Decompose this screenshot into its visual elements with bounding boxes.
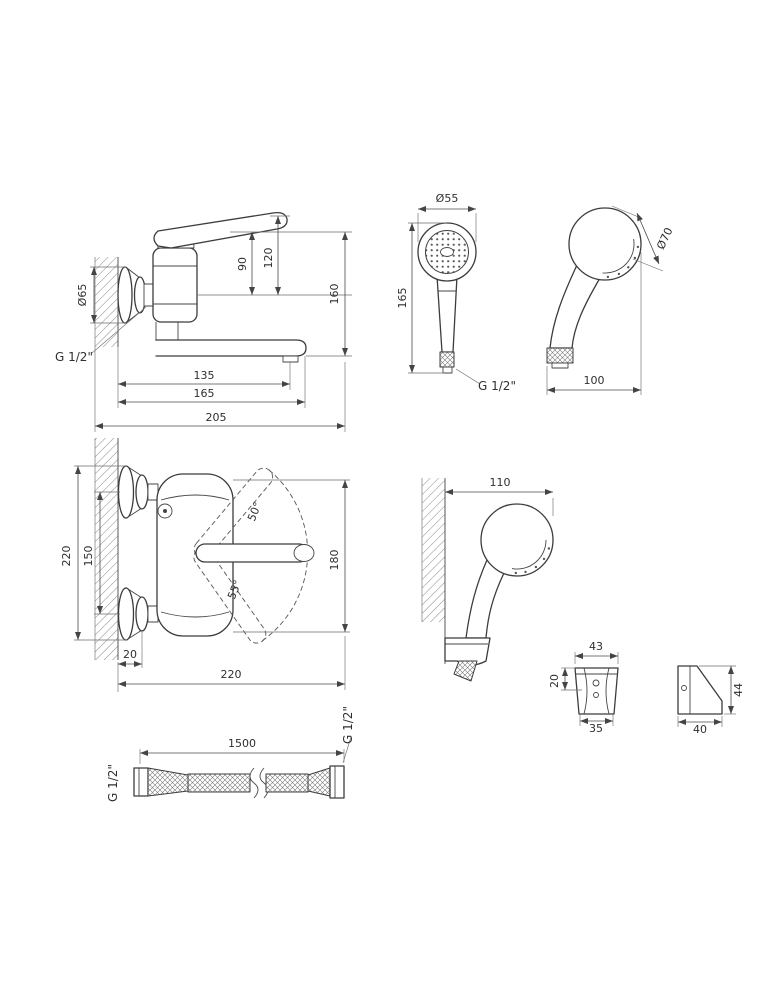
spray-face-dots-hanging — [514, 547, 551, 575]
dim-label-165: 165 — [194, 387, 215, 400]
dim-label-40: 40 — [693, 723, 707, 736]
dimensions-hose: 1500 G 1/2" G 1/2" — [106, 706, 355, 802]
shower-head-hanging — [480, 503, 554, 577]
view-handset-front: Ø55 165 G 1/2" — [396, 192, 516, 393]
hose-crimp-right — [307, 767, 331, 797]
view-handset-side: Ø70 100 — [546, 205, 676, 395]
dim-label-1500: 1500 — [228, 737, 256, 750]
wall-section-bracket — [421, 478, 446, 664]
hose-nut-right — [329, 765, 345, 799]
handle-tip — [453, 660, 478, 682]
angle-label-up: 50° — [245, 500, 264, 523]
hose-connector — [439, 351, 455, 368]
dim-label-120: 120 — [262, 248, 275, 269]
bracket-side-outline — [677, 665, 723, 715]
lever-handle-front — [195, 543, 309, 563]
dim-label-20-offset: 20 — [123, 648, 137, 661]
spout-nozzle — [282, 355, 299, 363]
view-mixer-front: 50° 55° 220 150 180 20 220 — [60, 438, 350, 692]
view-hose: 1500 G 1/2" G 1/2" — [106, 706, 355, 802]
mixer-body-side — [152, 211, 288, 323]
thread-label-hose-left: G 1/2" — [106, 764, 120, 802]
dim-label-180: 180 — [328, 550, 341, 571]
dimensions-handset-bracket: 110 — [445, 476, 554, 516]
dim-label-220-height: 220 — [60, 546, 73, 567]
dim-label-flange-dia: Ø65 — [76, 284, 89, 307]
dim-label-cone-dia: Ø70 — [654, 226, 675, 252]
hose-braid-right — [265, 773, 309, 793]
hose-braid-left — [187, 773, 251, 793]
view-handset-bracket: 110 — [421, 476, 554, 682]
lever-swing: 50° 55° — [193, 467, 315, 644]
thread-label-handset: G 1/2" — [478, 379, 516, 393]
dim-label-150: 150 — [82, 546, 95, 567]
dim-label-135: 135 — [194, 369, 215, 382]
thread-label-hose-right: G 1/2" — [341, 706, 355, 744]
lever-handle-side — [153, 211, 288, 249]
thread-label-mixer: G 1/2" — [55, 350, 93, 364]
view-mixer-side: Ø65 90 120 160 G 1/2" 135 165 205 — [55, 211, 352, 432]
dimensions-bracket-front: 43 20 35 — [548, 640, 619, 735]
hose-crimp-left — [147, 767, 189, 797]
shower-head-profile — [568, 207, 642, 281]
dimensions-mixer-front: 220 150 180 20 220 — [60, 465, 350, 692]
dim-label-44: 44 — [732, 683, 745, 697]
view-bracket-side: 44 40 — [677, 665, 745, 736]
spout-side — [155, 322, 307, 363]
wall-flange-top — [117, 465, 159, 519]
dim-label-90: 90 — [236, 257, 249, 271]
dimensions-bracket-side: 44 40 — [677, 665, 745, 736]
break-line-right — [259, 767, 269, 799]
dim-label-43: 43 — [589, 640, 603, 653]
bracket-front-outline — [574, 667, 619, 715]
wall-flange — [117, 266, 154, 324]
view-bracket-front: 43 20 35 — [548, 640, 619, 735]
wall-section-front — [94, 438, 119, 660]
dim-label-head-dia: Ø55 — [436, 192, 459, 205]
handset-handle-front — [436, 275, 458, 353]
dimensions-mixer-side: Ø65 90 120 160 G 1/2" 135 165 205 — [55, 215, 352, 432]
dim-label-165-handset: 165 — [396, 288, 409, 309]
handset-handle-hanging — [465, 559, 505, 639]
hose-connector-side — [546, 347, 574, 364]
dim-label-20-bracket: 20 — [548, 674, 561, 688]
wall-flange-bottom — [117, 587, 159, 641]
dimensions-handset-front: Ø55 165 G 1/2" — [396, 192, 516, 393]
dim-label-220-spout: 220 — [221, 668, 242, 681]
dim-label-110: 110 — [490, 476, 511, 489]
mixer-body-front — [156, 473, 234, 637]
dim-label-160: 160 — [328, 284, 341, 305]
dim-label-35: 35 — [589, 722, 603, 735]
hose-nut-left — [133, 767, 149, 797]
dim-label-100: 100 — [584, 374, 605, 387]
break-line-left — [249, 767, 259, 799]
dim-label-205: 205 — [206, 411, 227, 424]
